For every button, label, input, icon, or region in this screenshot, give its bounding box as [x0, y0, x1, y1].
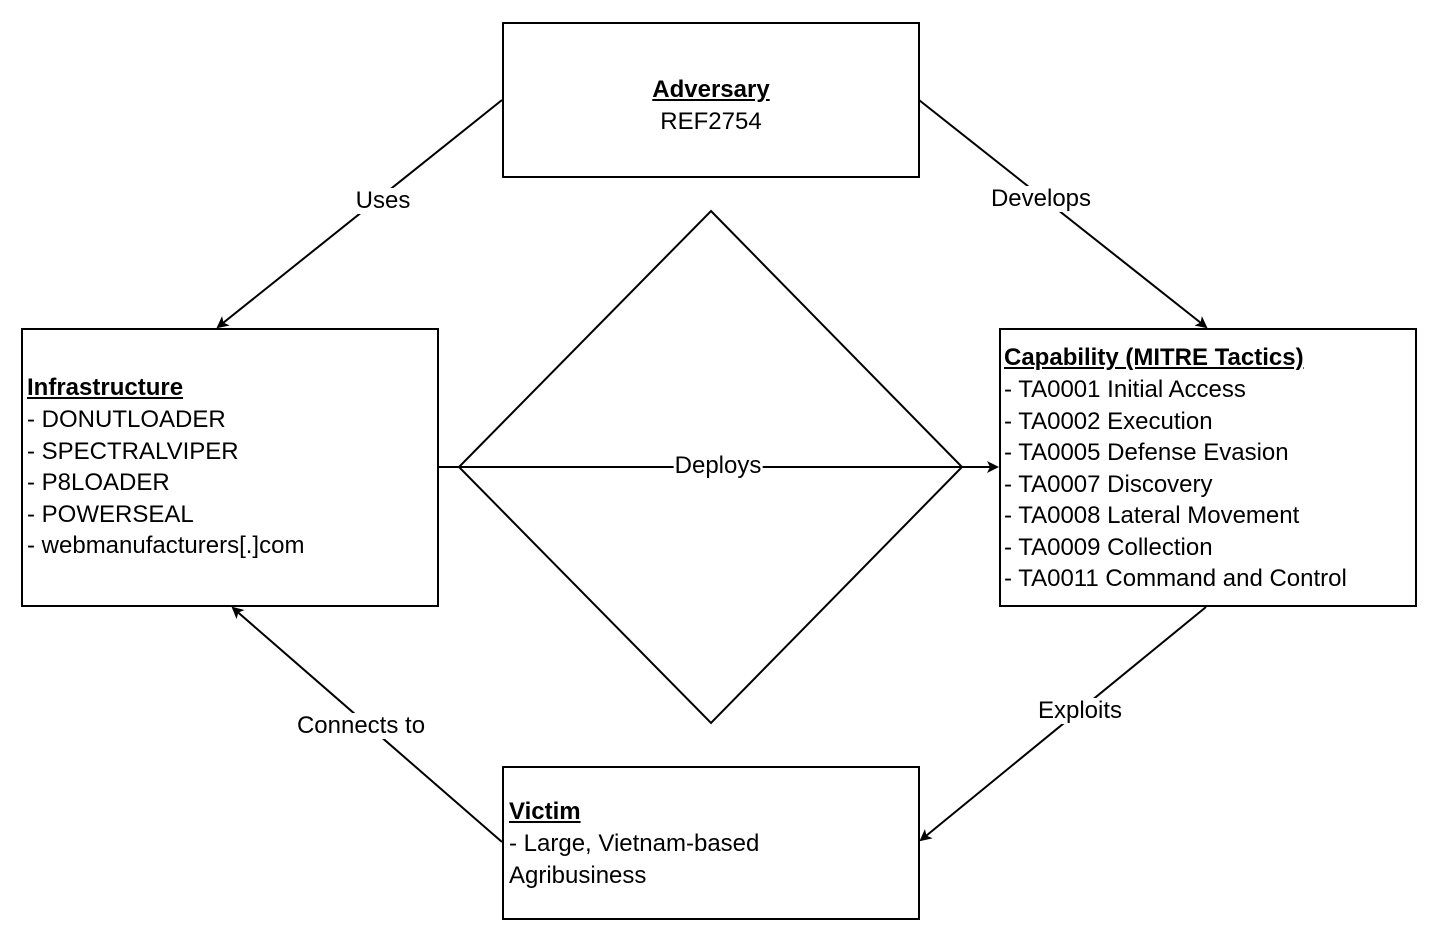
edge-label-exploits: Exploits — [1036, 697, 1124, 724]
capability-item: - TA0001 Initial Access — [1004, 376, 1246, 403]
infrastructure-item: - POWERSEAL — [27, 500, 194, 528]
edge-develops-line — [918, 99, 1208, 329]
infrastructure-item: - SPECTRALVIPER — [27, 437, 239, 465]
capability-item: - TA0008 Lateral Movement — [1004, 502, 1300, 529]
capability-title: Capability (MITRE Tactics) — [1004, 344, 1304, 371]
infrastructure-list: - DONUTLOADER - SPECTRALVIPER - P8LOADER… — [27, 404, 437, 562]
capability-list: - TA0001 Initial Access - TA0002 Executi… — [1004, 374, 1415, 595]
victim-title: Victim — [509, 798, 581, 825]
edge-label-deploys: Deploys — [673, 452, 763, 479]
capability-item: - TA0005 Defense Evasion — [1004, 439, 1289, 466]
capability-item: - TA0011 Command and Control — [1004, 565, 1347, 592]
infrastructure-title: Infrastructure — [27, 374, 184, 401]
edge-label-connects-to: Connects to — [295, 712, 427, 739]
edge-label-develops: Develops — [989, 185, 1093, 212]
capability-item: - TA0007 Discovery — [1004, 470, 1213, 498]
infrastructure-item: - webmanufacturers[.]com — [27, 532, 305, 559]
adversary-title: Adversary — [652, 76, 770, 103]
adversary-value: REF2754 — [660, 108, 762, 135]
capability-item: - TA0002 Execution — [1004, 407, 1213, 435]
capability-node: Capability (MITRE Tactics) - TA0001 Init… — [999, 328, 1417, 607]
infrastructure-node: Infrastructure - DONUTLOADER - SPECTRALV… — [21, 328, 439, 607]
edge-label-uses: Uses — [354, 187, 412, 214]
victim-description: - Large, Vietnam-based Agribusiness — [509, 830, 760, 889]
center-diamond — [457, 209, 964, 725]
victim-node: Victim - Large, Vietnam-based Agribusine… — [502, 766, 920, 920]
infrastructure-item: - DONUTLOADER — [27, 406, 226, 433]
capability-item: - TA0009 Collection — [1004, 533, 1213, 561]
adversary-node: Adversary REF2754 — [502, 22, 920, 178]
infrastructure-item: - P8LOADER — [27, 469, 170, 496]
